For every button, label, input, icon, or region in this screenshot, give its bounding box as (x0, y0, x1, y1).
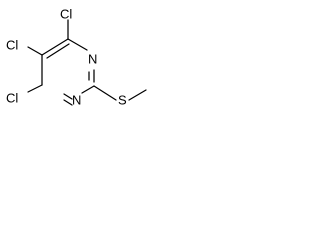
atom-s: S (118, 92, 127, 107)
bond-s-methyl (128, 89, 147, 101)
atom-n-bottom: N (72, 92, 81, 107)
atom-cl-left: Cl (6, 37, 18, 52)
atom-cl-bottom: Cl (6, 90, 18, 105)
chemical-structure: Cl Cl Cl N N S (6, 6, 147, 107)
bond-c2-n3 (81, 85, 95, 94)
bond-n3-c4-inner (63, 99, 73, 106)
bond-c4-cl-bottom (27, 84, 43, 93)
bond-c6-n1 (67, 38, 88, 51)
bond-c5-c6-inner (46, 43, 70, 59)
bond-c5-c6 (41, 38, 69, 56)
bond-c2-s (93, 85, 117, 101)
atom-cl-top: Cl (60, 6, 72, 21)
bond-c5-cl-left (27, 46, 43, 56)
atom-n-top: N (88, 51, 97, 66)
bond-n3-c4 (63, 93, 73, 100)
